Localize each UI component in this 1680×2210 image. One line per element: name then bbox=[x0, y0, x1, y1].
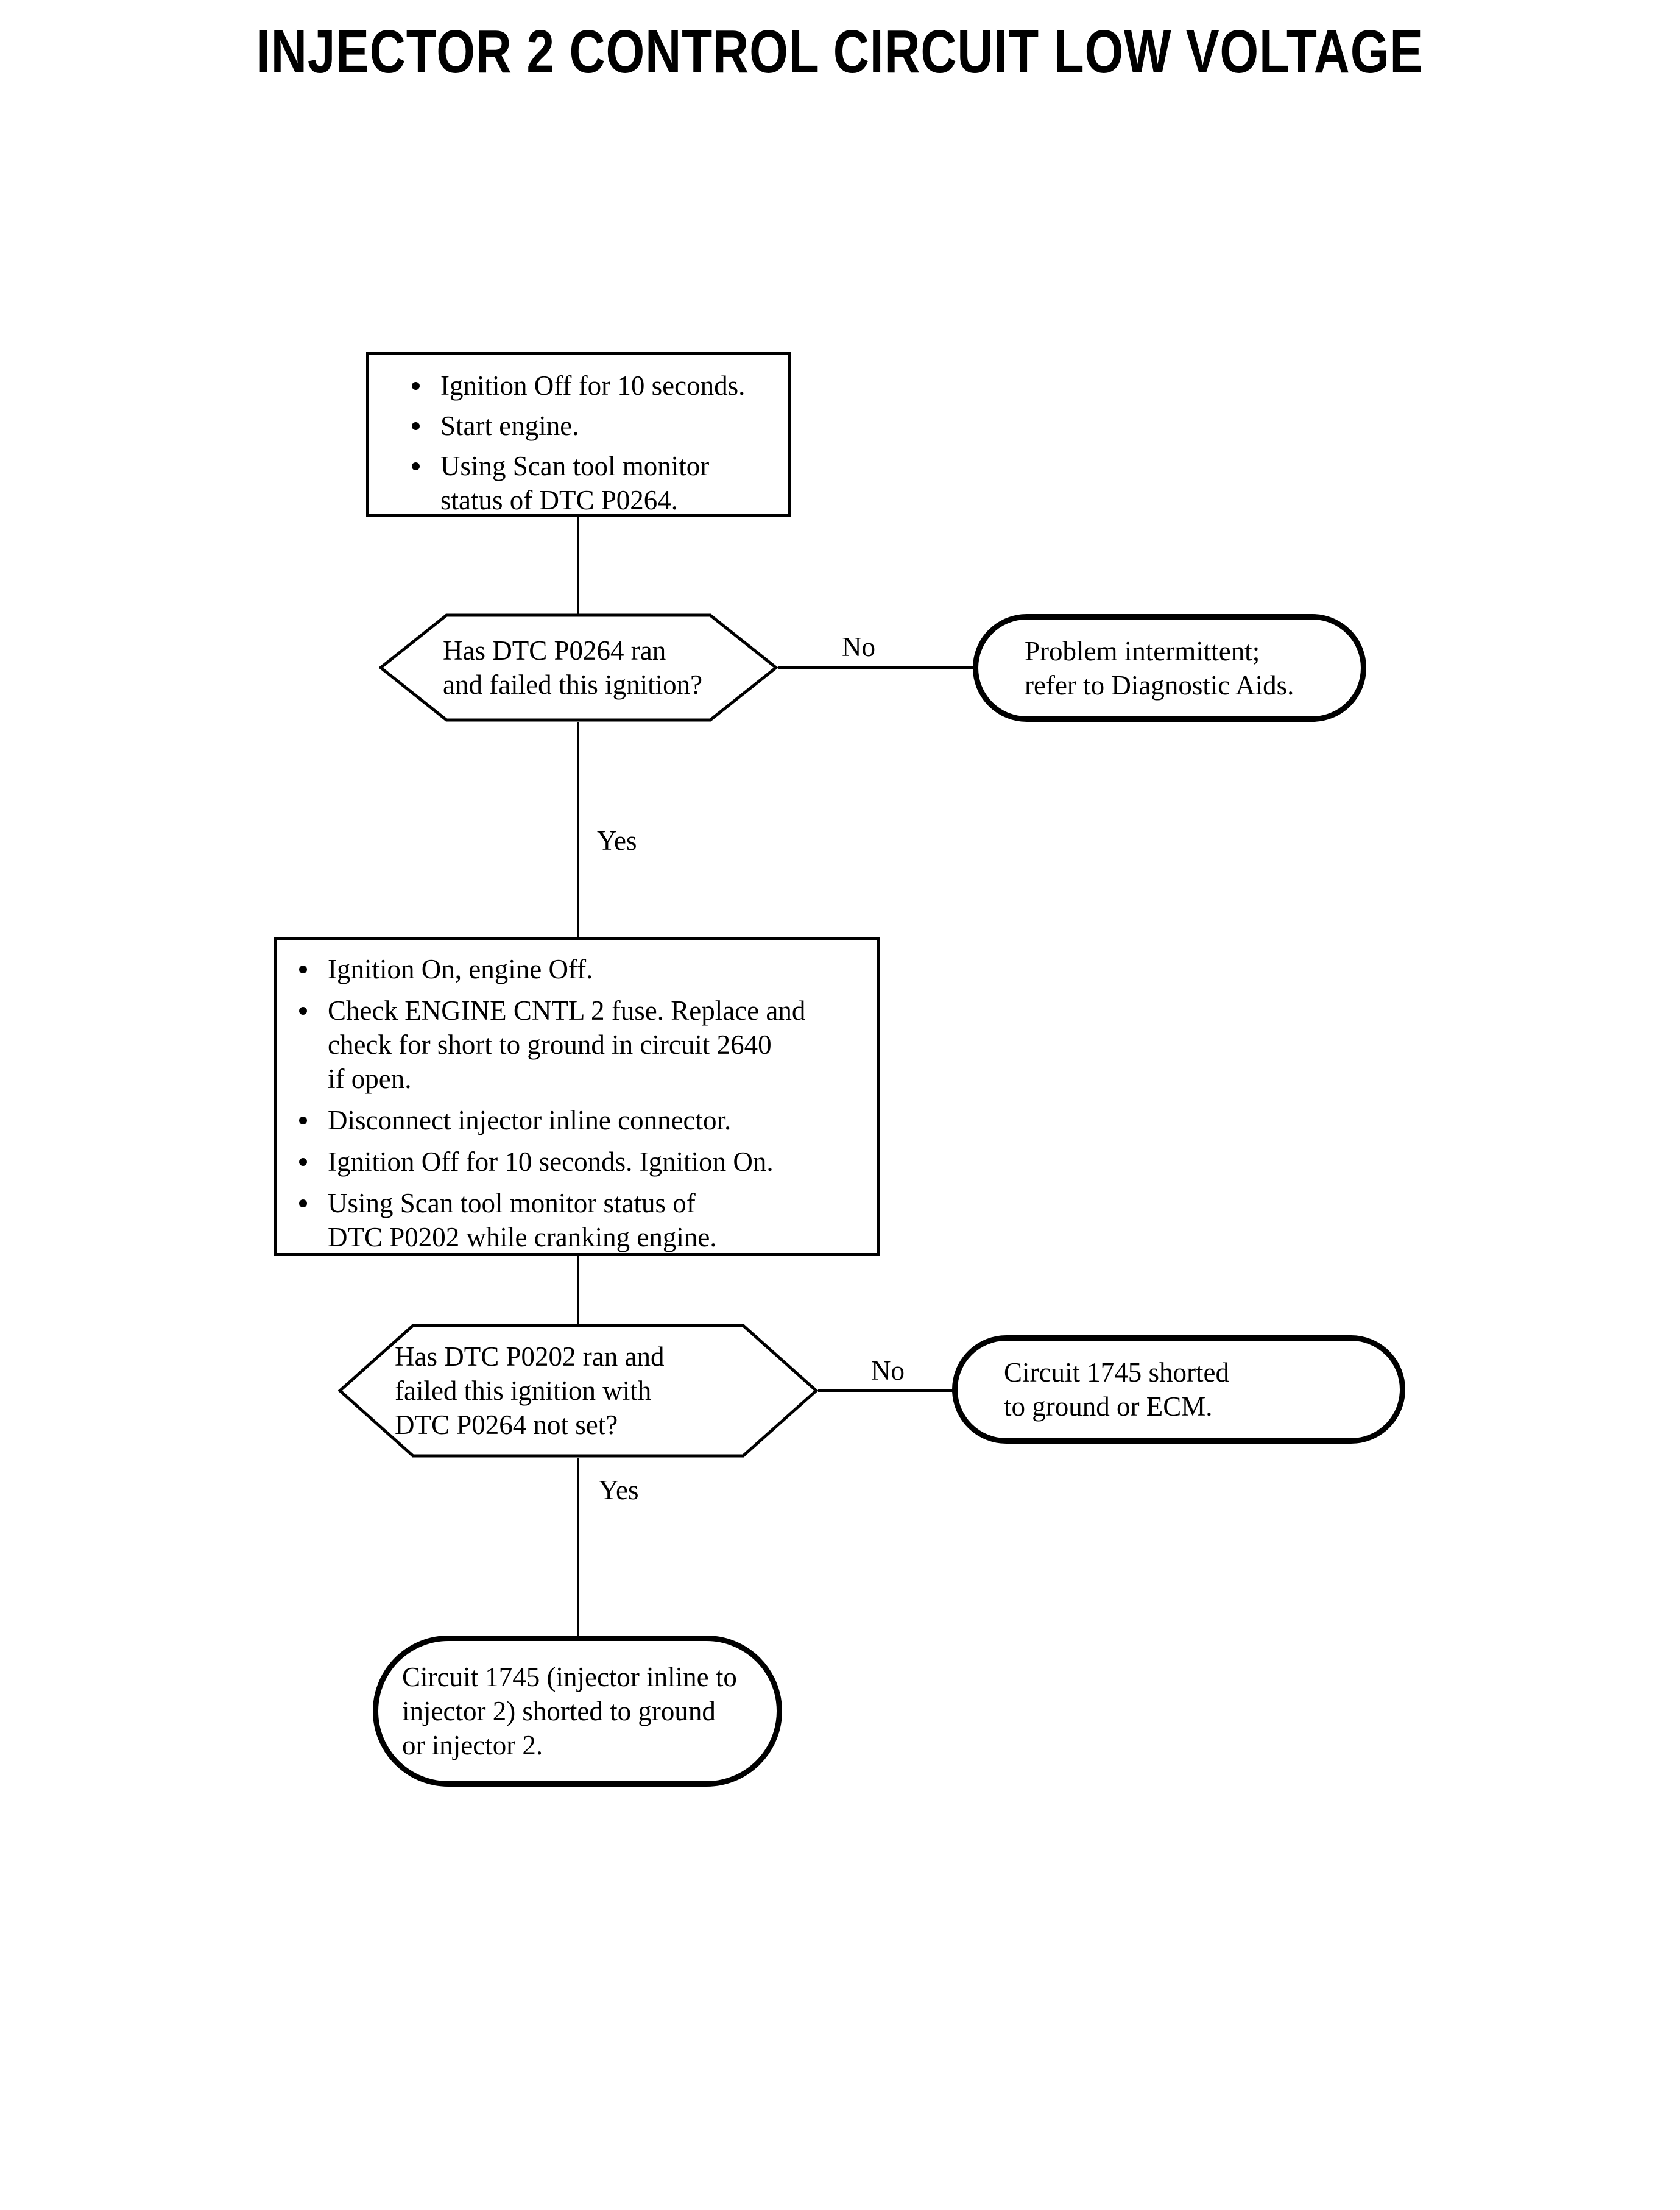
bullet-text: Ignition On, engine Off. bbox=[328, 954, 593, 984]
page-title: INJECTOR 2 CONTROL CIRCUIT LOW VOLTAGE bbox=[256, 18, 1424, 86]
connector-step2-decision2-line bbox=[577, 1255, 579, 1325]
bullet-item: Ignition Off for 10 seconds. Ignition On… bbox=[299, 1145, 871, 1179]
bullet-text: Ignition Off for 10 seconds. Ignition On… bbox=[328, 1146, 774, 1177]
decision1-hexagon bbox=[379, 613, 778, 722]
bullet-text: Disconnect injector inline connector. bbox=[328, 1105, 732, 1135]
terminal3-stadium bbox=[373, 1636, 782, 1787]
terminal3-text: Circuit 1745 (injector inline to injecto… bbox=[402, 1662, 737, 1760]
bullet-text: Start engine. bbox=[440, 411, 579, 441]
bullet-icon bbox=[412, 422, 420, 430]
bullet-item: Disconnect injector inline connector. bbox=[299, 1103, 871, 1137]
bullet-icon bbox=[299, 1199, 307, 1207]
bullet-item: Start engine. bbox=[412, 409, 782, 443]
step2-process-box: Ignition On, engine Off. Check ENGINE CN… bbox=[274, 937, 880, 1256]
bullet-text: Using Scan tool monitor status of DTC P0… bbox=[440, 451, 710, 515]
no-label-2: No bbox=[871, 1355, 905, 1386]
decision2-hexagon bbox=[338, 1324, 818, 1458]
connector-decision1-no-line bbox=[778, 666, 975, 669]
bullet-item: Check ENGINE CNTL 2 fuse. Replace and ch… bbox=[299, 994, 871, 1096]
connector-decision2-no-line bbox=[818, 1389, 955, 1392]
bullet-icon bbox=[412, 462, 420, 470]
terminal1-stadium bbox=[973, 614, 1366, 722]
bullet-icon bbox=[299, 1158, 307, 1166]
yes-label-1: Yes bbox=[597, 825, 637, 856]
no-label-1: No bbox=[842, 632, 875, 662]
step1-process-box: Ignition Off for 10 seconds. Start engin… bbox=[366, 352, 791, 517]
bullet-icon bbox=[299, 1117, 307, 1124]
bullet-text: Ignition Off for 10 seconds. bbox=[440, 370, 746, 401]
bullet-item: Using Scan tool monitor status of DTC P0… bbox=[412, 449, 782, 517]
terminal2-text: Circuit 1745 shorted to ground or ECM. bbox=[1004, 1357, 1229, 1422]
connector-decision2-yes-line bbox=[577, 1458, 579, 1636]
bullet-text: Using Scan tool monitor status of DTC P0… bbox=[328, 1188, 717, 1252]
yes-label-2: Yes bbox=[599, 1475, 639, 1505]
bullet-item: Ignition On, engine Off. bbox=[299, 952, 871, 986]
connector-decision1-yes-line bbox=[577, 722, 579, 937]
decision1-question: Has DTC P0264 ran and failed this igniti… bbox=[443, 635, 703, 700]
decision2-question: Has DTC P0202 ran and failed this igniti… bbox=[395, 1341, 665, 1440]
bullet-icon bbox=[412, 382, 420, 390]
bullet-item: Ignition Off for 10 seconds. bbox=[412, 369, 782, 403]
bullet-icon bbox=[299, 966, 307, 973]
terminal1-text: Problem intermittent; refer to Diagnosti… bbox=[1025, 636, 1294, 701]
bullet-text: Check ENGINE CNTL 2 fuse. Replace and ch… bbox=[328, 995, 806, 1094]
bullet-item: Using Scan tool monitor status of DTC P0… bbox=[299, 1186, 871, 1254]
connector-step1-decision1-line bbox=[577, 515, 579, 615]
bullet-icon bbox=[299, 1007, 307, 1015]
terminal2-stadium bbox=[952, 1335, 1405, 1444]
